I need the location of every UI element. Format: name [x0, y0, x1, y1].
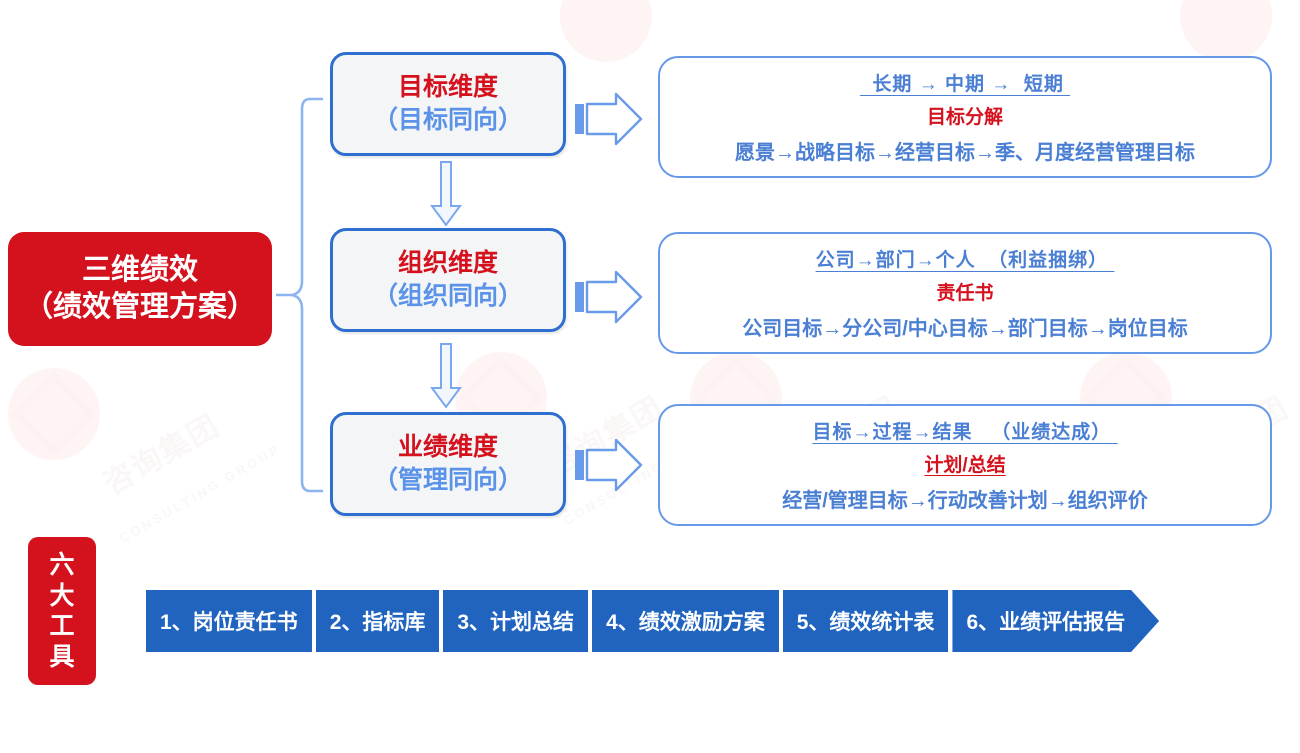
tools-label-char: 具 — [49, 642, 75, 671]
detail-flow-line: 目标→过程→结果 （业绩达成） — [812, 422, 1118, 443]
brace-connector — [276, 97, 324, 493]
dimension-box-performance[interactable]: 业绩维度 （管理同向） — [330, 412, 566, 516]
tool-chip-6[interactable]: 6、业绩评估报告 — [952, 590, 1159, 652]
arrow-right-icon — [575, 92, 643, 146]
dimension-box-goal[interactable]: 目标维度 （目标同向） — [330, 52, 566, 156]
tools-section-label: 六 大 工 具 — [28, 537, 96, 685]
tools-label-char: 工 — [49, 612, 75, 640]
tool-chip-1[interactable]: 1、岗位责任书 — [146, 590, 312, 652]
watermark-logo-diamond — [11, 371, 97, 457]
dimension-title: 业绩维度 — [397, 432, 498, 461]
watermark-logo-circle — [560, 0, 652, 62]
dimension-subtitle: （目标同向） — [372, 105, 523, 134]
dimension-subtitle: （组织同向） — [372, 281, 523, 310]
detail-flow-line: 长期 → 中期 → 短期 — [859, 74, 1071, 95]
arrow-down-icon — [430, 343, 462, 409]
tools-label-char: 六 — [49, 551, 75, 579]
detail-highlight-label: 责任书 — [936, 283, 994, 304]
detail-box-organization[interactable]: 公司→部门→个人 （利益捆绑） 责任书 公司目标→分公司/中心目标→部门目标→岗… — [658, 232, 1272, 354]
detail-highlight-label: 计划/总结 — [924, 455, 1006, 476]
detail-flow-line: 公司→部门→个人 （利益捆绑） — [815, 250, 1115, 271]
tools-label-char: 大 — [49, 581, 75, 610]
detail-box-performance[interactable]: 目标→过程→结果 （业绩达成） 计划/总结 经营/管理目标→行动改善计划→组织评… — [658, 404, 1272, 526]
tools-chip-row: 1、岗位责任书 2、指标库 3、计划总结 4、绩效激励方案 5、绩效统计表 6、… — [146, 590, 1159, 652]
dimension-box-organization[interactable]: 组织维度 （组织同向） — [330, 228, 566, 332]
dimension-title: 目标维度 — [397, 72, 498, 101]
detail-highlight-label: 目标分解 — [926, 107, 1003, 128]
detail-description: 经营/管理目标→行动改善计划→组织评价 — [782, 490, 1148, 512]
dimension-title: 组织维度 — [397, 248, 498, 277]
detail-box-goal[interactable]: 长期 → 中期 → 短期 目标分解 愿景→战略目标→经营目标→季、月度经营管理目… — [658, 56, 1272, 178]
arrow-right-icon — [575, 270, 643, 324]
detail-description: 愿景→战略目标→经营目标→季、月度经营管理目标 — [735, 142, 1195, 164]
dimension-subtitle: （管理同向） — [372, 465, 523, 494]
watermark-logo-circle — [1180, 0, 1272, 62]
detail-description: 公司目标→分公司/中心目标→部门目标→岗位目标 — [742, 318, 1188, 340]
tool-chip-5[interactable]: 5、绩效统计表 — [782, 590, 949, 652]
arrow-right-icon — [575, 438, 643, 492]
arrow-down-icon — [430, 161, 462, 227]
root-node[interactable]: 三维绩效 （绩效管理方案） — [8, 232, 272, 346]
root-node-title: 三维绩效 — [81, 254, 198, 287]
root-node-subtitle: （绩效管理方案） — [23, 291, 256, 323]
tool-chip-3[interactable]: 3、计划总结 — [443, 590, 589, 652]
tool-chip-4[interactable]: 4、绩效激励方案 — [592, 590, 779, 652]
tool-chip-2[interactable]: 2、指标库 — [315, 590, 440, 652]
